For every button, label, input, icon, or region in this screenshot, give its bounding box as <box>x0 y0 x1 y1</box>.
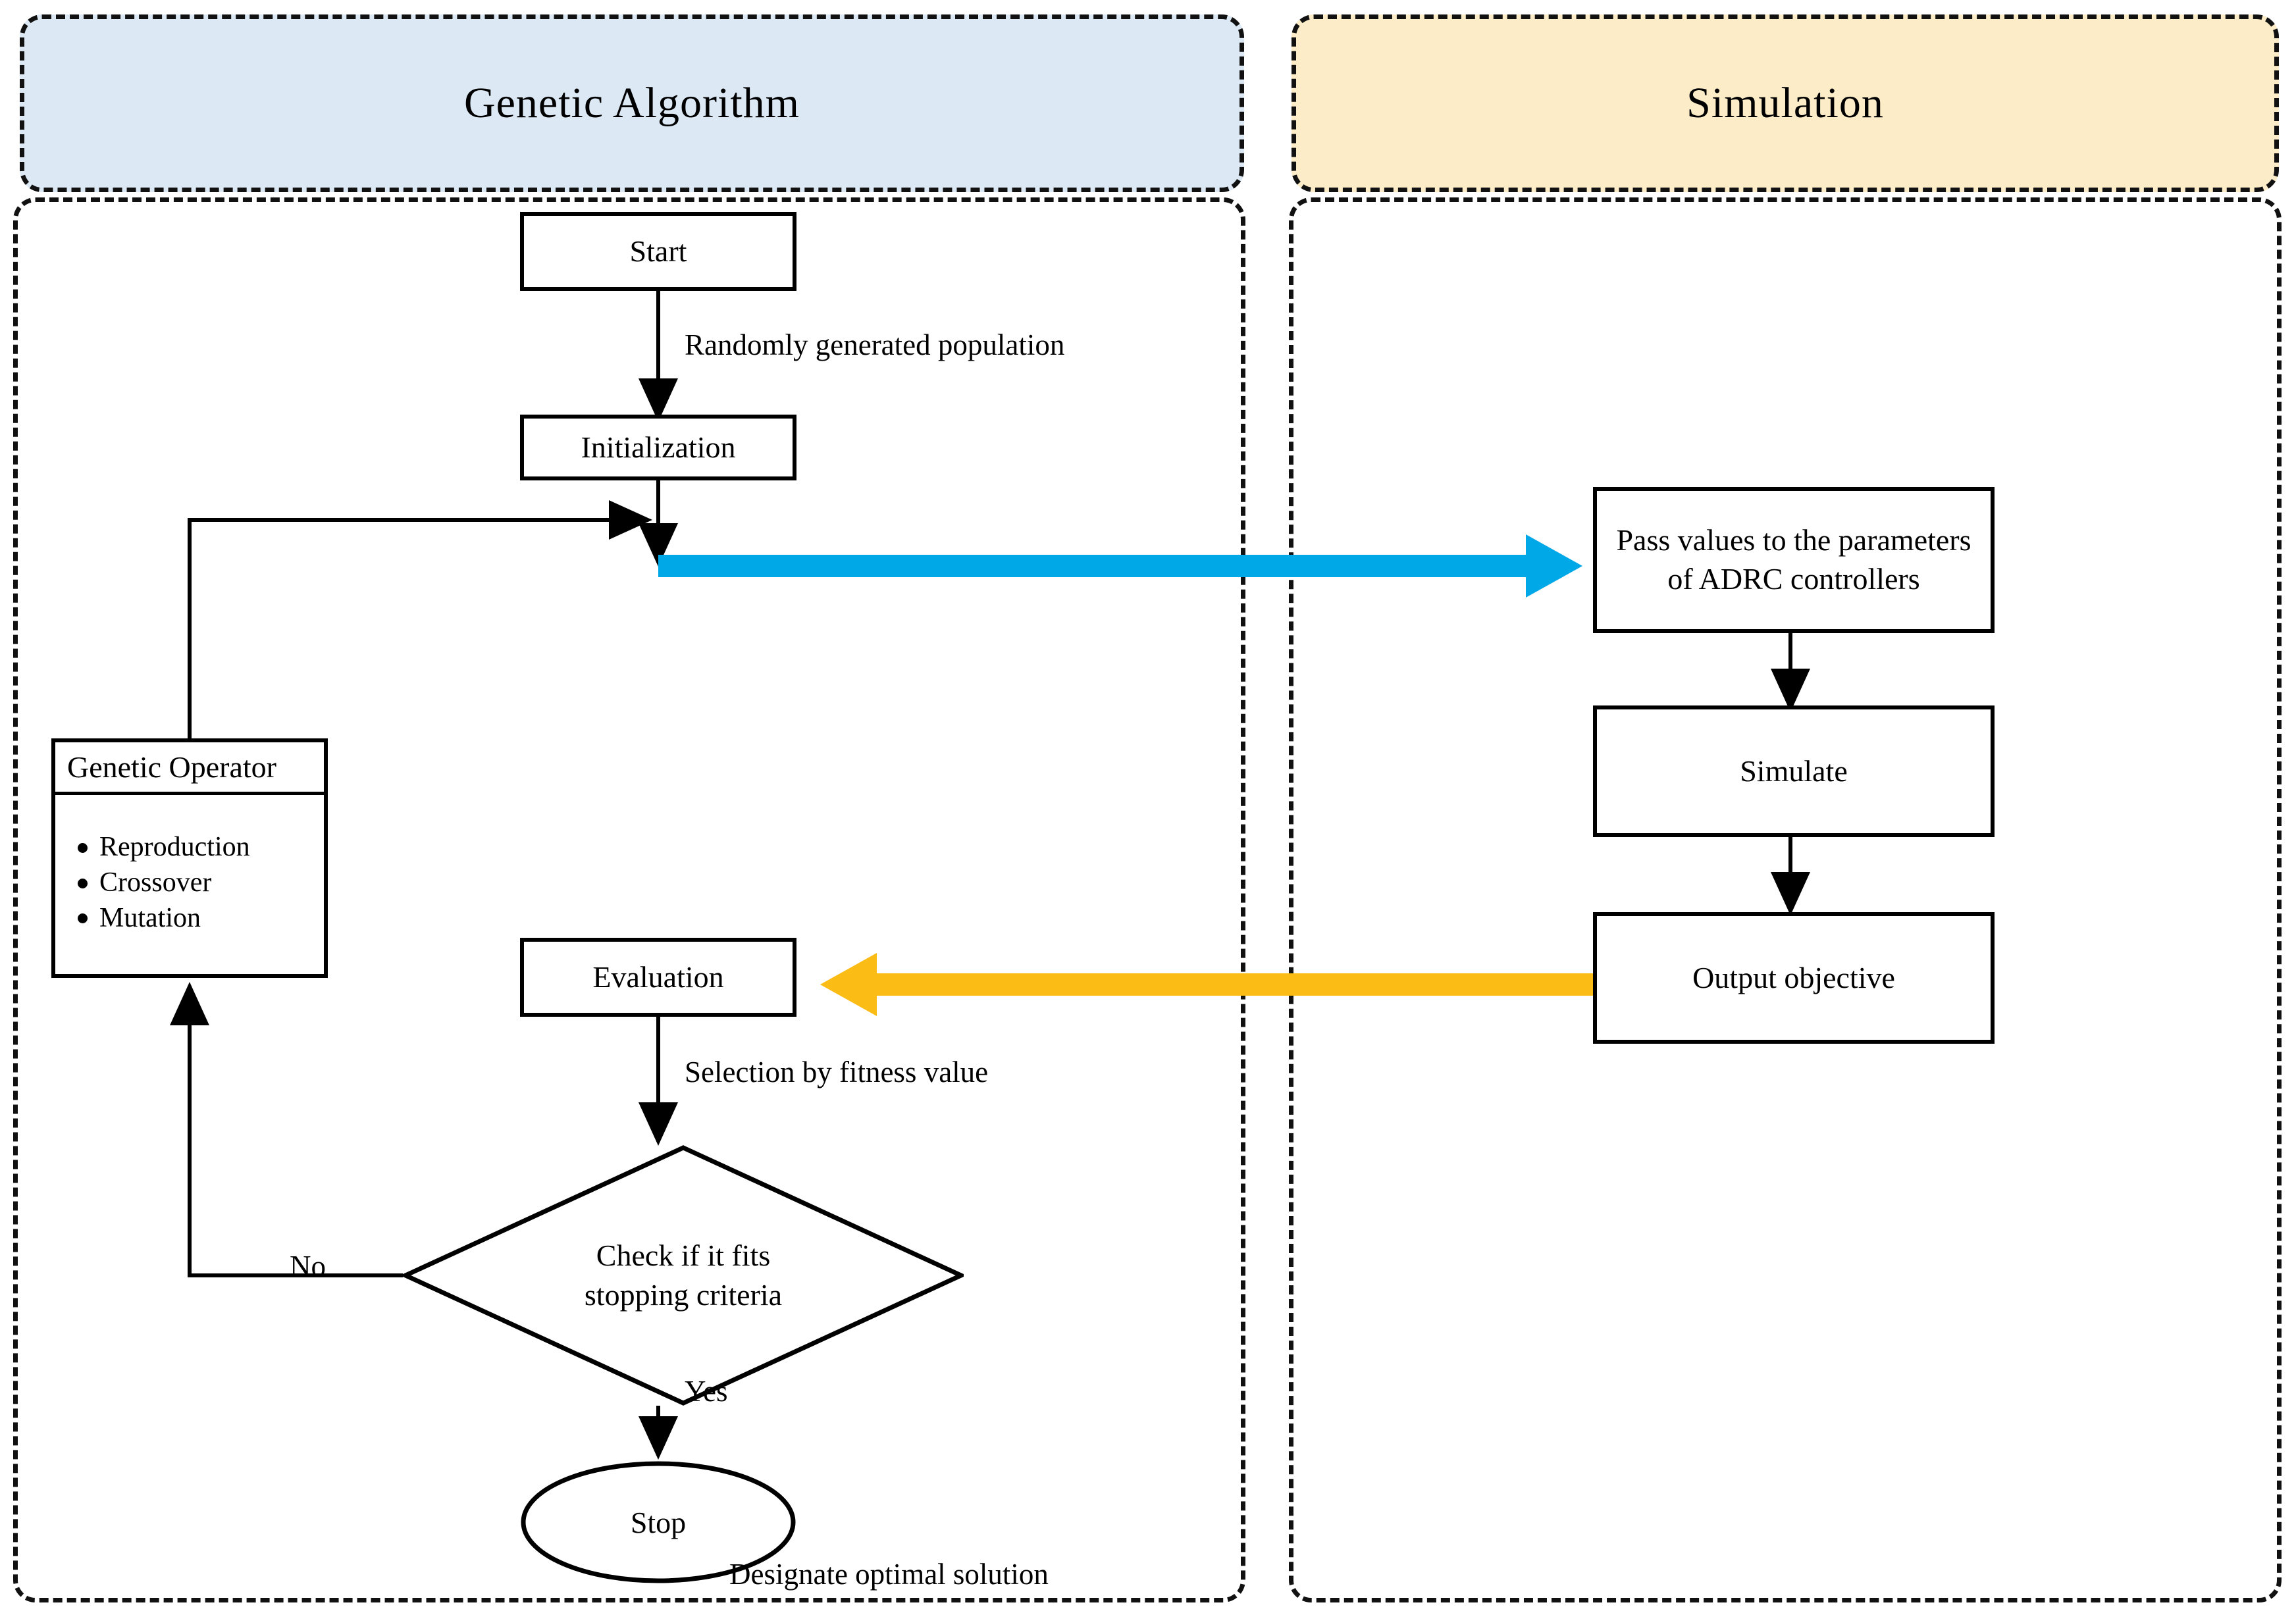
node-output-objective-label: Output objective <box>1692 960 1895 994</box>
genetic-operator-item-1: Crossover <box>99 867 212 898</box>
node-simulate-label: Simulate <box>1740 754 1848 788</box>
genetic-operator-item-list: Reproduction Crossover Mutation <box>55 795 324 974</box>
node-output-objective[interactable]: Output objective <box>1593 912 1995 1044</box>
panel-title-simulation: Simulation <box>1686 79 1884 127</box>
edge-label-selection-by-fitness-value: Selection by fitness value <box>685 1056 989 1088</box>
node-stop-label: Stop <box>630 1505 687 1539</box>
genetic-operator-item-2: Mutation <box>99 902 201 933</box>
node-initialization[interactable]: Initialization <box>520 415 796 480</box>
edge-label-randomly-generated-population: Randomly generated population <box>685 328 1065 361</box>
node-genetic-operator[interactable]: Genetic Operator Reproduction Crossover … <box>51 738 328 978</box>
edge-label-yes: Yes <box>685 1375 728 1408</box>
node-initialization-label: Initialization <box>581 430 736 464</box>
edge-label-designate-optimal-solution: Designate optimal solution <box>729 1558 1049 1591</box>
node-evaluation[interactable]: Evaluation <box>520 938 796 1017</box>
list-item: Mutation <box>78 901 324 936</box>
node-start-label: Start <box>629 234 687 268</box>
genetic-operator-item-0: Reproduction <box>99 832 250 863</box>
panel-header-simulation: Simulation <box>1292 14 2279 192</box>
panel-body-genetic-algorithm <box>13 197 1245 1602</box>
edge-label-no: No <box>290 1250 326 1283</box>
node-simulate[interactable]: Simulate <box>1593 705 1995 837</box>
node-pass-values[interactable]: Pass values to the parameters of ADRC co… <box>1593 487 1995 633</box>
panel-body-simulation <box>1289 197 2282 1602</box>
node-stop[interactable]: Stop <box>520 1460 796 1585</box>
bullet-icon <box>78 878 88 888</box>
node-genetic-operator-title: Genetic Operator <box>55 742 324 795</box>
node-pass-values-label: Pass values to the parameters of ADRC co… <box>1616 523 1971 596</box>
bullet-icon <box>78 913 88 924</box>
list-item: Reproduction <box>78 830 324 865</box>
panel-header-genetic-algorithm: Genetic Algorithm <box>20 14 1244 192</box>
node-start[interactable]: Start <box>520 212 796 291</box>
panel-title-genetic-algorithm: Genetic Algorithm <box>463 79 800 127</box>
bullet-icon <box>78 842 88 853</box>
node-evaluation-label: Evaluation <box>592 960 724 994</box>
list-item: Crossover <box>78 865 324 901</box>
node-decision-stopping-criteria[interactable]: Check if it fits stopping criteria <box>403 1145 964 1406</box>
